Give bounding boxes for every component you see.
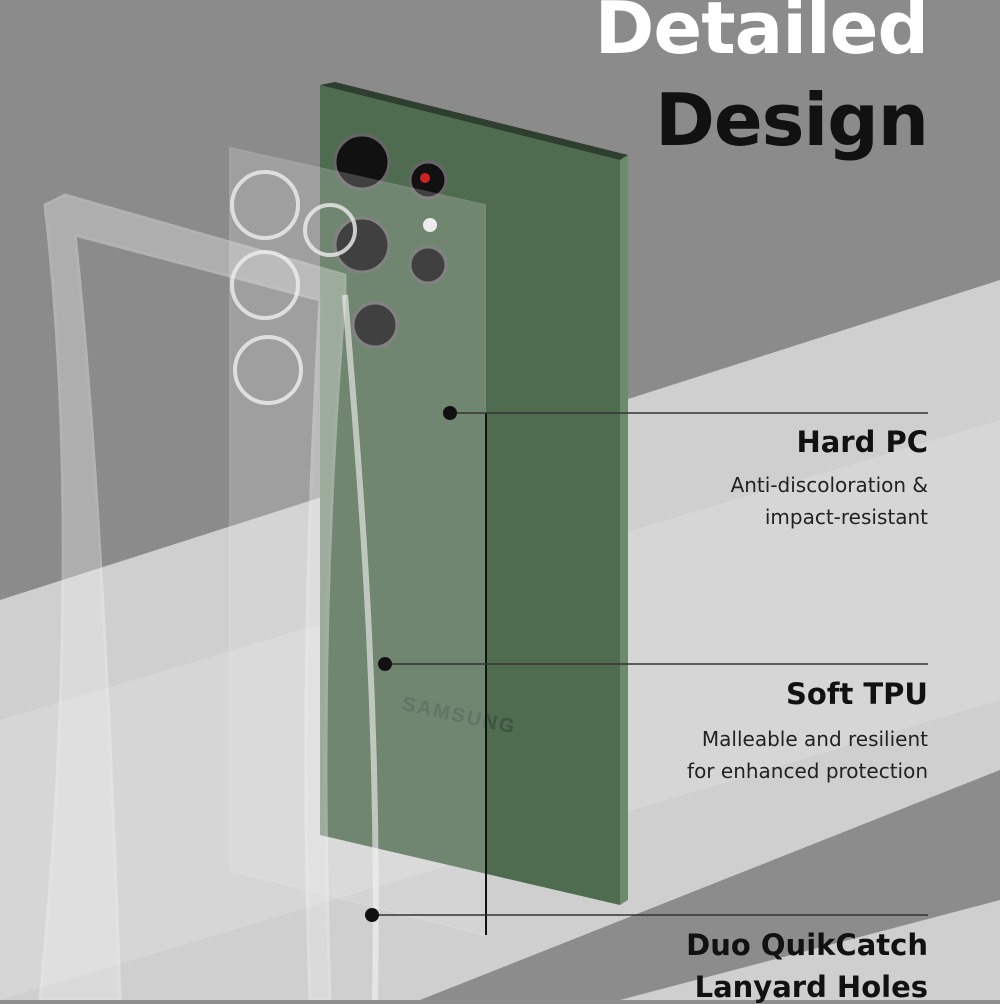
feature-heading-hard-pc: Hard PC — [796, 425, 928, 459]
title-line2: Design — [655, 78, 929, 162]
callout-dot-lanyard — [365, 908, 379, 922]
callout-dot-hard-pc — [443, 406, 457, 420]
camera-lenses — [333, 133, 448, 349]
feature-desc-hard-pc-1: Anti-discoloration & — [730, 473, 928, 497]
feature-desc-hard-pc-2: impact-resistant — [764, 505, 928, 529]
case-camera-cutouts — [230, 170, 357, 405]
shadow-band — [420, 770, 1000, 1000]
phone-side-edge — [620, 155, 628, 905]
phone-top-edge — [320, 82, 628, 160]
feature-heading-lanyard-2: Lanyard Holes — [694, 970, 928, 1004]
title-line1: Detailed — [594, 0, 929, 70]
feature-desc-soft-tpu-2: for enhanced protection — [687, 759, 928, 783]
tpu-bumper — [38, 193, 347, 1000]
feature-heading-lanyard-1: Duo QuikCatch — [686, 928, 928, 962]
tpu-bumper-edge — [342, 294, 379, 1000]
phone-body — [320, 85, 620, 905]
callout-dot-soft-tpu — [378, 657, 392, 671]
feature-heading-soft-tpu: Soft TPU — [786, 677, 928, 711]
feature-desc-soft-tpu-1: Malleable and resilient — [701, 727, 928, 751]
